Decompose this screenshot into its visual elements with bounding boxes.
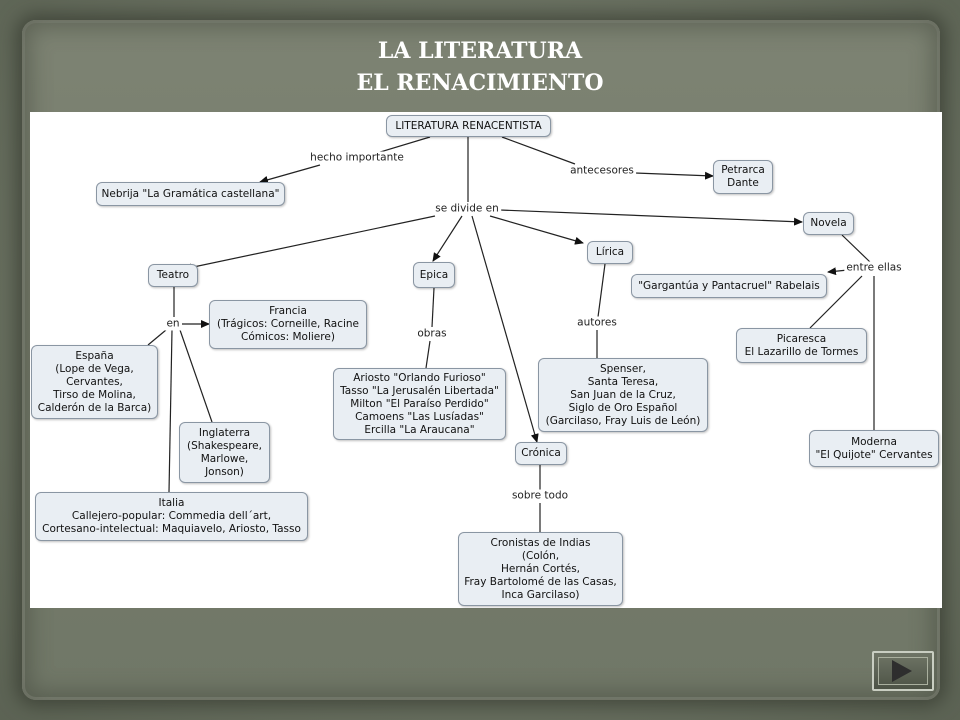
concept-lirica: Lírica <box>587 241 633 264</box>
concept-literatura-renacentista: LITERATURA RENACENTISTA <box>386 115 551 137</box>
link-entre-ellas: entre ellas <box>844 261 904 275</box>
link-antecesores: antecesores <box>568 164 636 178</box>
link-obras: obras <box>415 327 449 341</box>
concept-lirica-autores: Spenser, Santa Teresa, San Juan de la Cr… <box>538 358 708 432</box>
concept-map-connectors <box>147 136 875 532</box>
link-en: en <box>164 317 182 331</box>
concept-picaresca: Picaresca El Lazarillo de Tormes <box>736 328 867 363</box>
next-slide-button-frame <box>878 657 928 685</box>
link-sobre-todo: sobre todo <box>509 489 571 503</box>
concept-map: hecho importante antecesores se divide e… <box>30 112 942 608</box>
slide-title-line-2: EL RENACIMIENTO <box>356 70 604 96</box>
concept-francia: Francia (Trágicos: Corneille, Racine Cóm… <box>209 300 367 349</box>
slide-title-line-1: LA LITERATURA <box>377 38 583 64</box>
concept-novela: Novela <box>803 212 854 235</box>
link-se-divide-en: se divide en <box>433 202 501 216</box>
concept-epica: Epica <box>413 262 455 288</box>
concept-cronistas-de-indias: Cronistas de Indias (Colón, Hernán Corté… <box>458 532 623 606</box>
concept-epica-obras: Ariosto "Orlando Furioso" Tasso "La Jeru… <box>333 368 506 440</box>
concept-petrarca-dante: Petrarca Dante <box>713 160 773 194</box>
concept-inglaterra: Inglaterra (Shakespeare, Marlowe, Jonson… <box>179 422 270 483</box>
concept-nebrija: Nebrija "La Gramática castellana" <box>96 182 285 206</box>
concept-espana: España (Lope de Vega, Cervantes, Tirso d… <box>31 345 158 419</box>
concept-italia: Italia Callejero-popular: Commedia dell´… <box>35 492 308 541</box>
link-hecho-importante: hecho importante <box>308 151 406 165</box>
concept-moderna: Moderna "El Quijote" Cervantes <box>809 430 939 467</box>
concept-cronica: Crónica <box>515 442 567 465</box>
concept-teatro: Teatro <box>148 264 198 287</box>
next-slide-button[interactable] <box>872 651 934 691</box>
play-triangle-icon <box>892 660 912 682</box>
concept-gargantua: "Gargantúa y Pantacruel" Rabelais <box>631 274 827 298</box>
link-autores: autores <box>575 316 619 330</box>
